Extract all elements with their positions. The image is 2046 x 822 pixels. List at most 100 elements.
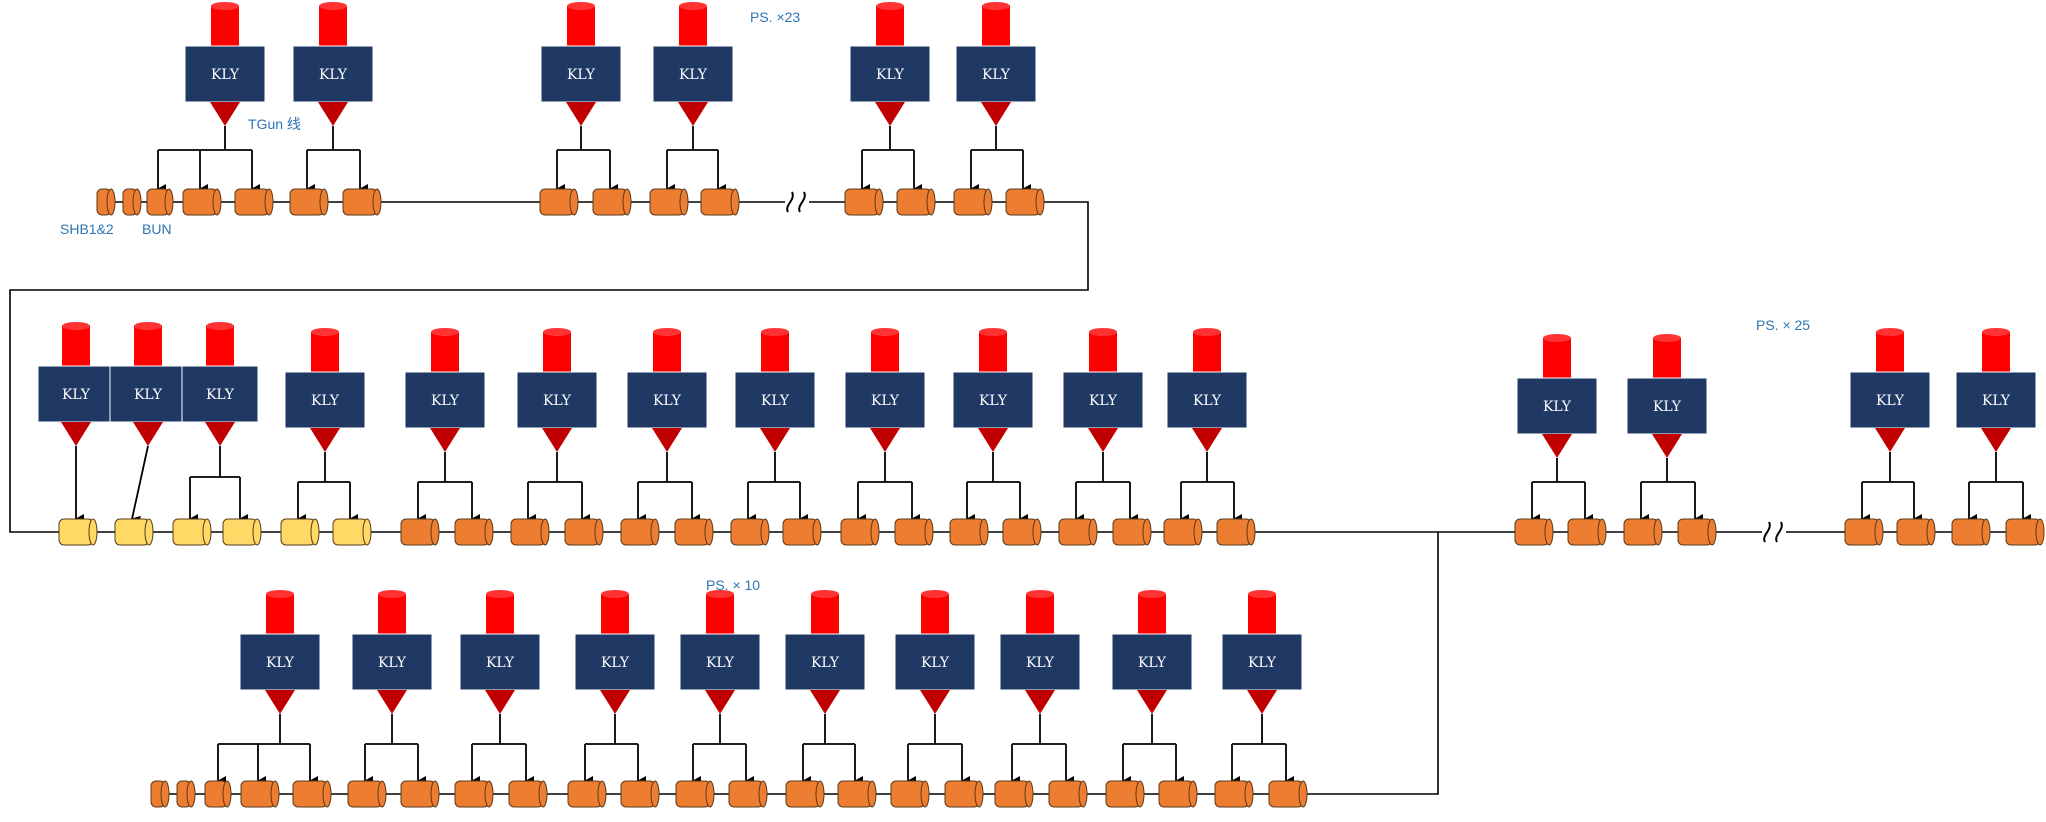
cavity-end xyxy=(1707,518,1717,546)
cavity-body xyxy=(400,518,436,546)
cavity-body xyxy=(289,188,325,216)
cavity-end xyxy=(2035,518,2045,546)
cavity-body xyxy=(508,780,544,808)
klystron-body xyxy=(844,371,926,429)
klystron-body xyxy=(784,633,866,691)
cavity-end xyxy=(622,188,632,216)
klystron-top xyxy=(567,6,595,46)
klystron-label: KLY xyxy=(679,67,708,83)
klystron-top-cap xyxy=(311,328,339,336)
rf-output-triangle xyxy=(652,428,682,452)
cavity-end xyxy=(926,188,936,216)
klystron-label: KLY xyxy=(811,655,840,671)
cavity-icon xyxy=(2005,518,2045,546)
klystron-icon: KLY xyxy=(894,590,976,714)
rf-output-triangle xyxy=(810,690,840,714)
klystron-top-cap xyxy=(211,2,239,10)
klystron-label: KLY xyxy=(601,655,630,671)
rf-output-triangle xyxy=(1981,428,2011,452)
cavity-icon xyxy=(1002,518,1042,546)
klystron-top-cap xyxy=(266,590,294,598)
klystron-label: KLY xyxy=(1138,655,1167,671)
rf-output-triangle xyxy=(485,690,515,714)
cavity-body xyxy=(1214,780,1250,808)
sc-cavity-icon xyxy=(172,518,212,546)
cavity-end xyxy=(362,518,372,546)
cavity-icon xyxy=(1163,518,1203,546)
rf-output-triangle xyxy=(678,102,708,126)
cavity-end xyxy=(1597,518,1607,546)
klystron-top xyxy=(1026,594,1054,634)
klystron-top-cap xyxy=(319,2,347,10)
klystron-icon: KLY xyxy=(292,2,374,126)
split-arrow-icon xyxy=(217,714,318,786)
klystron-icon: KLY xyxy=(459,590,541,714)
cavity-body xyxy=(182,188,218,216)
cavity-body xyxy=(564,518,600,546)
klystron-top-cap xyxy=(1248,590,1276,598)
cavity-body xyxy=(1105,780,1141,808)
klystron-top xyxy=(921,594,949,634)
cavity-icon xyxy=(782,518,822,546)
cavity-end xyxy=(186,780,196,808)
klystron-body xyxy=(1166,371,1248,429)
rf-output-triangle xyxy=(377,690,407,714)
klystron-top-cap xyxy=(62,322,90,330)
cavity-end xyxy=(867,780,877,808)
klystron-icon: KLY xyxy=(955,2,1037,126)
cavity-body xyxy=(840,518,876,546)
cavity-end xyxy=(160,780,170,808)
cavity-icon xyxy=(840,518,880,546)
sc-cavity-icon xyxy=(332,518,372,546)
cavity-body xyxy=(342,188,378,216)
klystron-label: KLY xyxy=(1026,655,1055,671)
klystron-top xyxy=(871,332,899,372)
klystron-icon: KLY xyxy=(1516,334,1598,458)
cavity-end xyxy=(322,780,332,808)
klystron-top-cap xyxy=(706,590,734,598)
klystron-top xyxy=(982,6,1010,46)
rf-output-triangle xyxy=(1088,428,1118,452)
klystron-icon: KLY xyxy=(784,590,866,714)
cavity-body xyxy=(292,780,328,808)
split-arrow-icon xyxy=(584,714,646,786)
break-stroke xyxy=(1763,521,1771,543)
split-arrow-icon xyxy=(1180,452,1242,524)
klystron-label: KLY xyxy=(761,393,790,409)
rf-output-triangle xyxy=(978,428,1008,452)
cavity-body xyxy=(234,188,270,216)
split-arrow-icon xyxy=(1968,452,2031,524)
klystron-icon: KLY xyxy=(184,2,266,126)
klystron-body xyxy=(849,45,931,103)
klystron-top xyxy=(378,594,406,634)
break-icon xyxy=(785,190,809,214)
cavity-end xyxy=(974,780,984,808)
cavity-end xyxy=(319,188,329,216)
cavity-icon xyxy=(890,780,930,808)
cavity-end xyxy=(538,780,548,808)
klystron-top xyxy=(134,326,162,366)
rf-output-triangle xyxy=(875,102,905,126)
klystron-top-cap xyxy=(378,590,406,598)
klystron-label: KLY xyxy=(1193,393,1222,409)
cavity-icon xyxy=(894,518,934,546)
buncher-cavity-icon xyxy=(204,780,232,808)
klystron-icon: KLY xyxy=(1166,328,1248,452)
klystron-icon: KLY xyxy=(109,322,187,446)
break-stroke xyxy=(798,191,806,213)
klystron-label: KLY xyxy=(319,67,348,83)
rf-output-triangle xyxy=(210,102,240,126)
cavity-end xyxy=(594,518,604,546)
rf-output-triangle xyxy=(760,428,790,452)
cavity-end xyxy=(144,518,154,546)
cavity-end xyxy=(597,780,607,808)
split-arrow-icon xyxy=(556,126,618,194)
split-arrow-icon xyxy=(802,714,863,786)
klystron-icon: KLY xyxy=(1062,328,1144,452)
klystron-label: KLY xyxy=(567,67,596,83)
rf-output-triangle xyxy=(1025,690,1055,714)
cavity-body xyxy=(1163,518,1199,546)
cavity-icon xyxy=(785,780,825,808)
cavity-body xyxy=(1048,780,1084,808)
cavity-icon xyxy=(896,188,936,216)
